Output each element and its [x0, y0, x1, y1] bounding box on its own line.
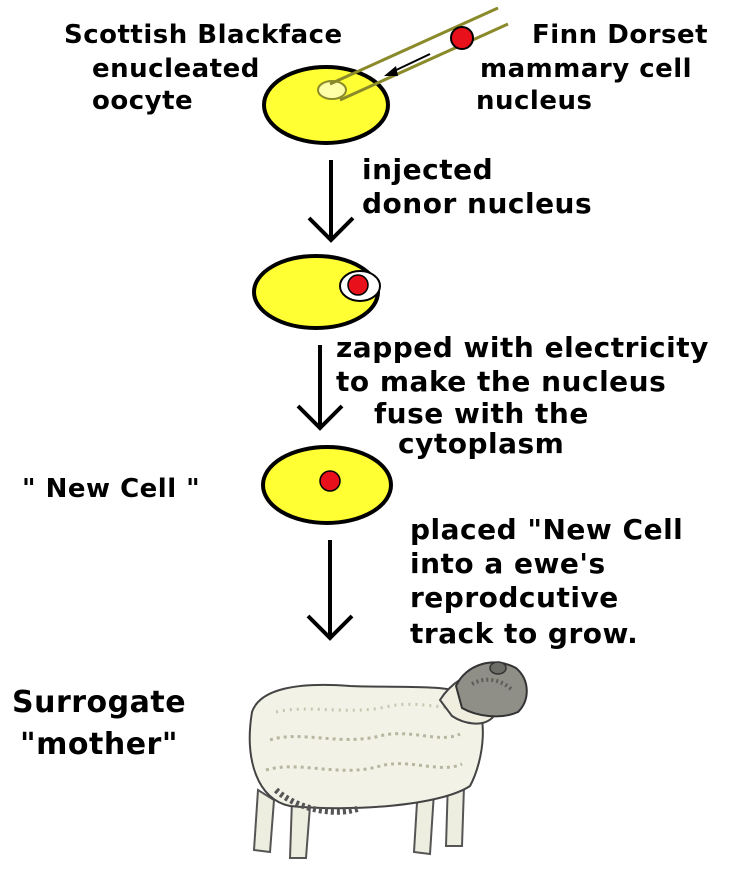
step3-label-line1: placed "New Cell	[410, 516, 683, 544]
arrow-1	[309, 160, 353, 240]
donor-egg-label: Scottish Blackface	[64, 22, 343, 48]
donor-cell-label-line3: nucleus	[476, 88, 592, 114]
fused-nucleus	[320, 471, 340, 491]
donor-nucleus	[451, 27, 473, 49]
arrow-3	[308, 540, 352, 638]
donor-cell-label: Finn Dorset	[532, 22, 708, 48]
step2-label-line1: zapped with electricity	[336, 334, 709, 362]
step3-label-line3: reprodcutive	[410, 584, 619, 612]
step2-label-line3: fuse with the	[374, 400, 589, 428]
surrogate-label-line1: Surrogate	[12, 688, 186, 718]
donor-cell-label-line2: mammary cell	[480, 56, 692, 82]
donor-egg-label-line2: enucleated	[92, 56, 260, 82]
surrogate-label-line2: "mother"	[20, 730, 178, 760]
injected-cell	[254, 256, 380, 328]
oocyte-cell	[264, 67, 388, 143]
step2-label-line2: to make the nucleus	[336, 368, 666, 396]
new-cell-label: " New Cell "	[22, 476, 200, 502]
injected-nucleus	[348, 275, 368, 295]
step2-label-line4: cytoplasm	[398, 430, 564, 458]
new-cell	[263, 447, 391, 523]
step1-label-line2: donor nucleus	[362, 190, 592, 218]
step3-label-line2: into a ewe's	[410, 550, 606, 578]
step1-label-line1: injected	[362, 156, 493, 184]
donor-egg-label-line3: oocyte	[92, 88, 193, 114]
sheep-illustration	[250, 662, 527, 858]
step3-label-line4: track to grow.	[410, 620, 638, 648]
